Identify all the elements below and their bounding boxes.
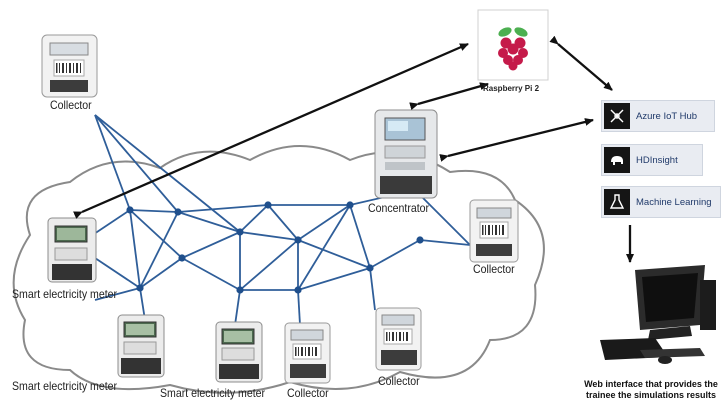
service-label: Azure IoT Hub: [636, 110, 698, 122]
concentrator-device: [374, 109, 438, 199]
web-interface-caption: Web interface that provides the trainee …: [583, 379, 719, 401]
caption-line-1: Web interface that provides the: [584, 379, 718, 389]
smart-meter-bottom-left: [117, 314, 165, 378]
collector-meter-right: [469, 199, 519, 263]
service-label: Machine Learning: [636, 196, 712, 208]
collector-top-label: Collector: [50, 98, 92, 112]
service-azure-iot-hub: Azure IoT Hub: [601, 100, 715, 132]
service-machine-learning: Machine Learning: [601, 186, 721, 218]
collector-meter-top: [41, 34, 98, 98]
hdinsight-elephant-icon: [604, 147, 630, 173]
collector-meter-bottom-mid: [284, 322, 331, 384]
smart-meter-bottom-mid: [215, 321, 263, 383]
raspberry-pi-icon: [477, 9, 549, 81]
caption-line-2: trainee the simulations results: [585, 390, 717, 400]
iot-hub-icon: [604, 103, 630, 129]
computer-icon: [600, 265, 716, 364]
service-hdinsight: HDInsight: [601, 144, 703, 176]
raspberry-pi-label: Raspberry Pi 2: [483, 84, 540, 93]
concentrator-label: Concentrator: [368, 201, 430, 215]
smart-meter-bottom-left-label: Smart electricity meter: [12, 379, 118, 393]
machine-learning-flask-icon: [604, 189, 630, 215]
smart-meter-left: [47, 217, 97, 283]
connection-arrows: [73, 35, 634, 263]
collector-right-label: Collector: [473, 262, 515, 276]
collector-bottom-mid-label: Collector: [287, 386, 329, 400]
collector-meter-bottom-right: [375, 307, 422, 371]
smart-meter-bottom-mid-label: Smart electricity meter: [160, 386, 266, 400]
service-label: HDInsight: [636, 154, 678, 166]
mesh-network: [84, 114, 471, 326]
collector-bottom-right-label: Collector: [378, 374, 420, 388]
smart-meter-left-label: Smart electricity meter: [12, 287, 118, 301]
